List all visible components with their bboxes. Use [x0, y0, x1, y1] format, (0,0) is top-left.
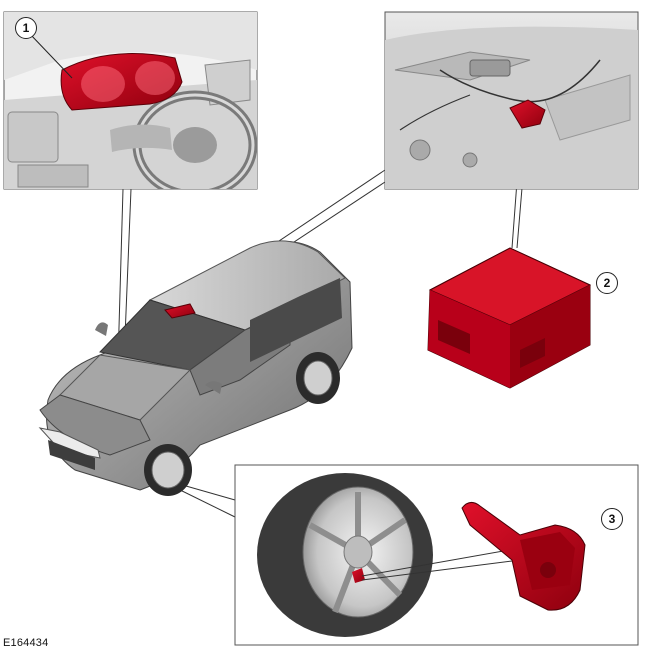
inset-module-location — [384, 11, 639, 190]
inset-tyre-pressure-sensor — [234, 464, 639, 646]
module-location-part — [509, 99, 546, 129]
vehicle-illustration — [38, 240, 353, 496]
figure-id-label: E164434 — [3, 637, 49, 649]
control-module-part — [427, 247, 592, 389]
callout-1: 1 — [15, 17, 37, 39]
inset-instrument-cluster — [3, 11, 258, 190]
callout-2: 2 — [596, 272, 618, 294]
callout-3: 3 — [601, 508, 623, 530]
